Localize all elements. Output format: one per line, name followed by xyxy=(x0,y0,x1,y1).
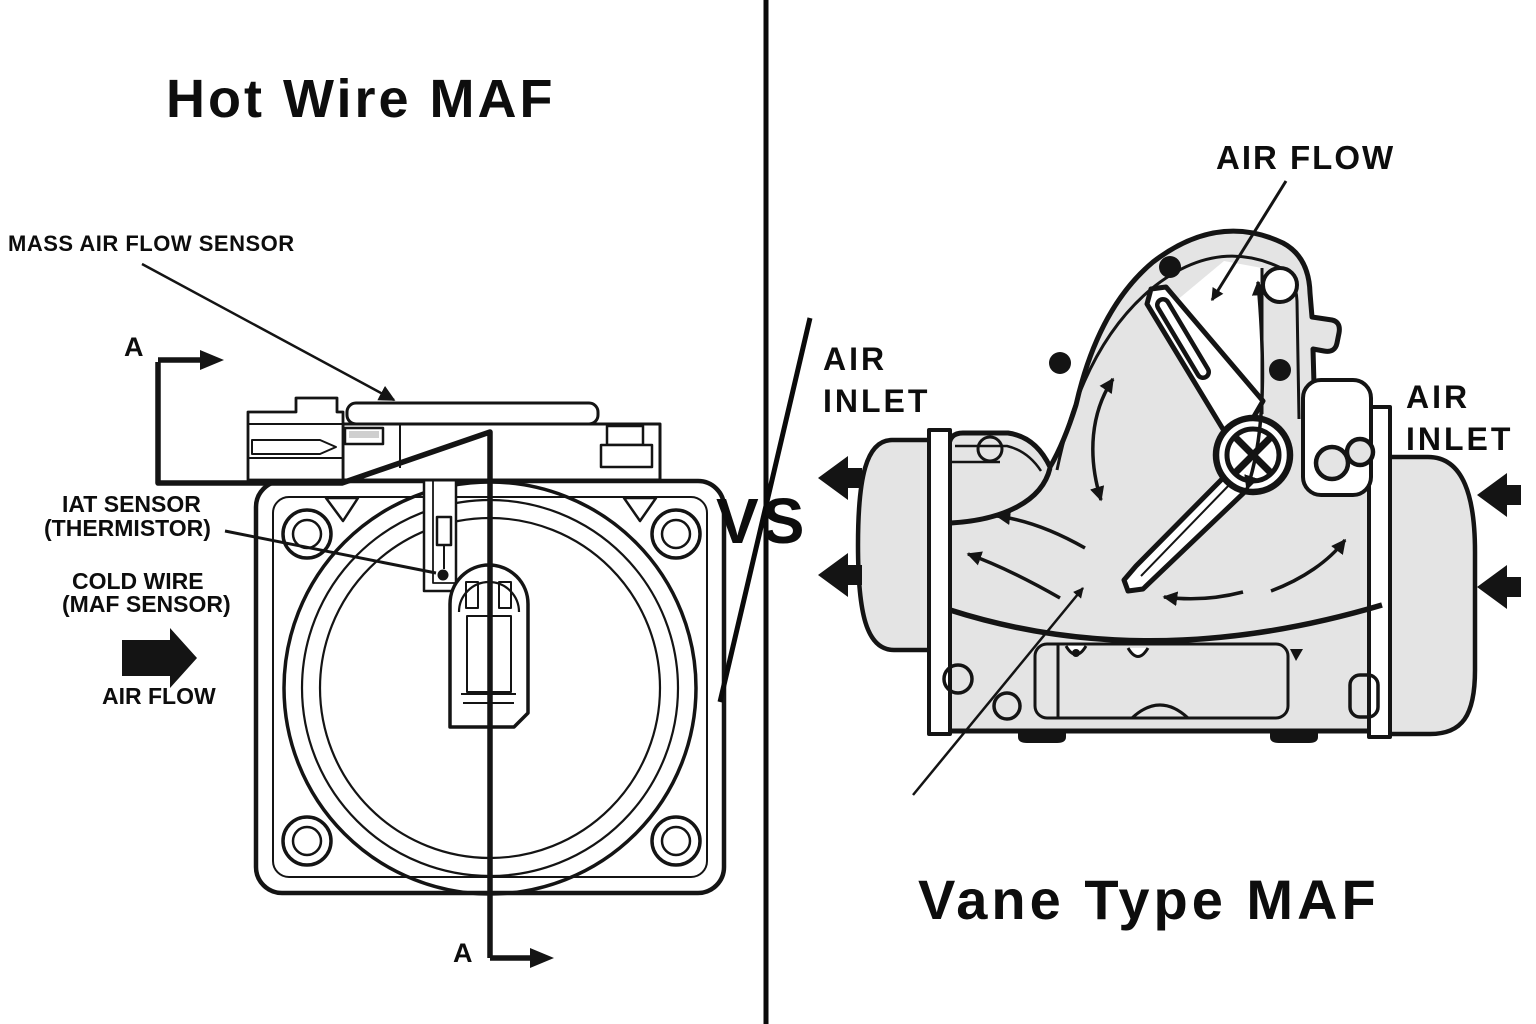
iat-leader-line xyxy=(224,529,437,575)
vs-label: VS xyxy=(716,485,808,557)
air-flow-arrow-icon xyxy=(122,628,197,688)
maf-connector-assembly xyxy=(246,396,662,482)
iat-sensor-label: IAT SENSOR xyxy=(62,491,201,517)
measuring-vane xyxy=(1121,284,1266,594)
iat-thermistor-label: (THERMISTOR) xyxy=(44,515,211,541)
air-inlet-right-label-1: AIR xyxy=(1406,379,1471,415)
air-flow-leader-line xyxy=(1210,180,1288,302)
vane-right-flange xyxy=(1367,405,1392,739)
iat-sensor-bracket xyxy=(422,481,458,593)
section-a-top-label: A xyxy=(124,332,144,362)
vs-divider-lines xyxy=(717,0,813,1024)
vane-base-details xyxy=(942,642,1380,743)
mass-air-flow-leader-line xyxy=(141,262,396,402)
hot-wire-maf-drawing xyxy=(122,262,727,968)
flow-arrows xyxy=(966,280,1347,607)
air-inlet-arrow-icons xyxy=(818,456,1521,609)
vane-maf-drawing xyxy=(818,180,1521,796)
mass-air-flow-label: MASS AIR FLOW SENSOR xyxy=(8,231,295,256)
vane-left-flange xyxy=(927,428,952,736)
right-title: Vane Type MAF xyxy=(918,868,1380,931)
air-inlet-left-label-2: INLET xyxy=(823,383,931,419)
air-flow-left-label: AIR FLOW xyxy=(102,683,216,709)
air-inlet-left-label-1: AIR xyxy=(823,341,888,377)
vane-annotation-line xyxy=(912,587,1084,796)
maf-sensor-label: (MAF SENSOR) xyxy=(62,591,231,617)
vane-main-body xyxy=(946,228,1376,734)
vane-left-pipe xyxy=(855,437,933,653)
left-title: Hot Wire MAF xyxy=(166,69,556,129)
iat-thermistor-dot xyxy=(437,569,449,581)
air-inlet-right-label-2: INLET xyxy=(1406,421,1514,457)
air-flow-right-label: AIR FLOW xyxy=(1216,139,1396,176)
vane-pivot-wheel xyxy=(1212,414,1294,496)
vane-bolts xyxy=(1049,256,1299,381)
section-line-a-a xyxy=(155,350,554,968)
section-a-bottom-label: A xyxy=(453,938,473,968)
cold-wire-label: COLD WIRE xyxy=(72,568,204,594)
vane-right-pipe xyxy=(1386,454,1478,737)
